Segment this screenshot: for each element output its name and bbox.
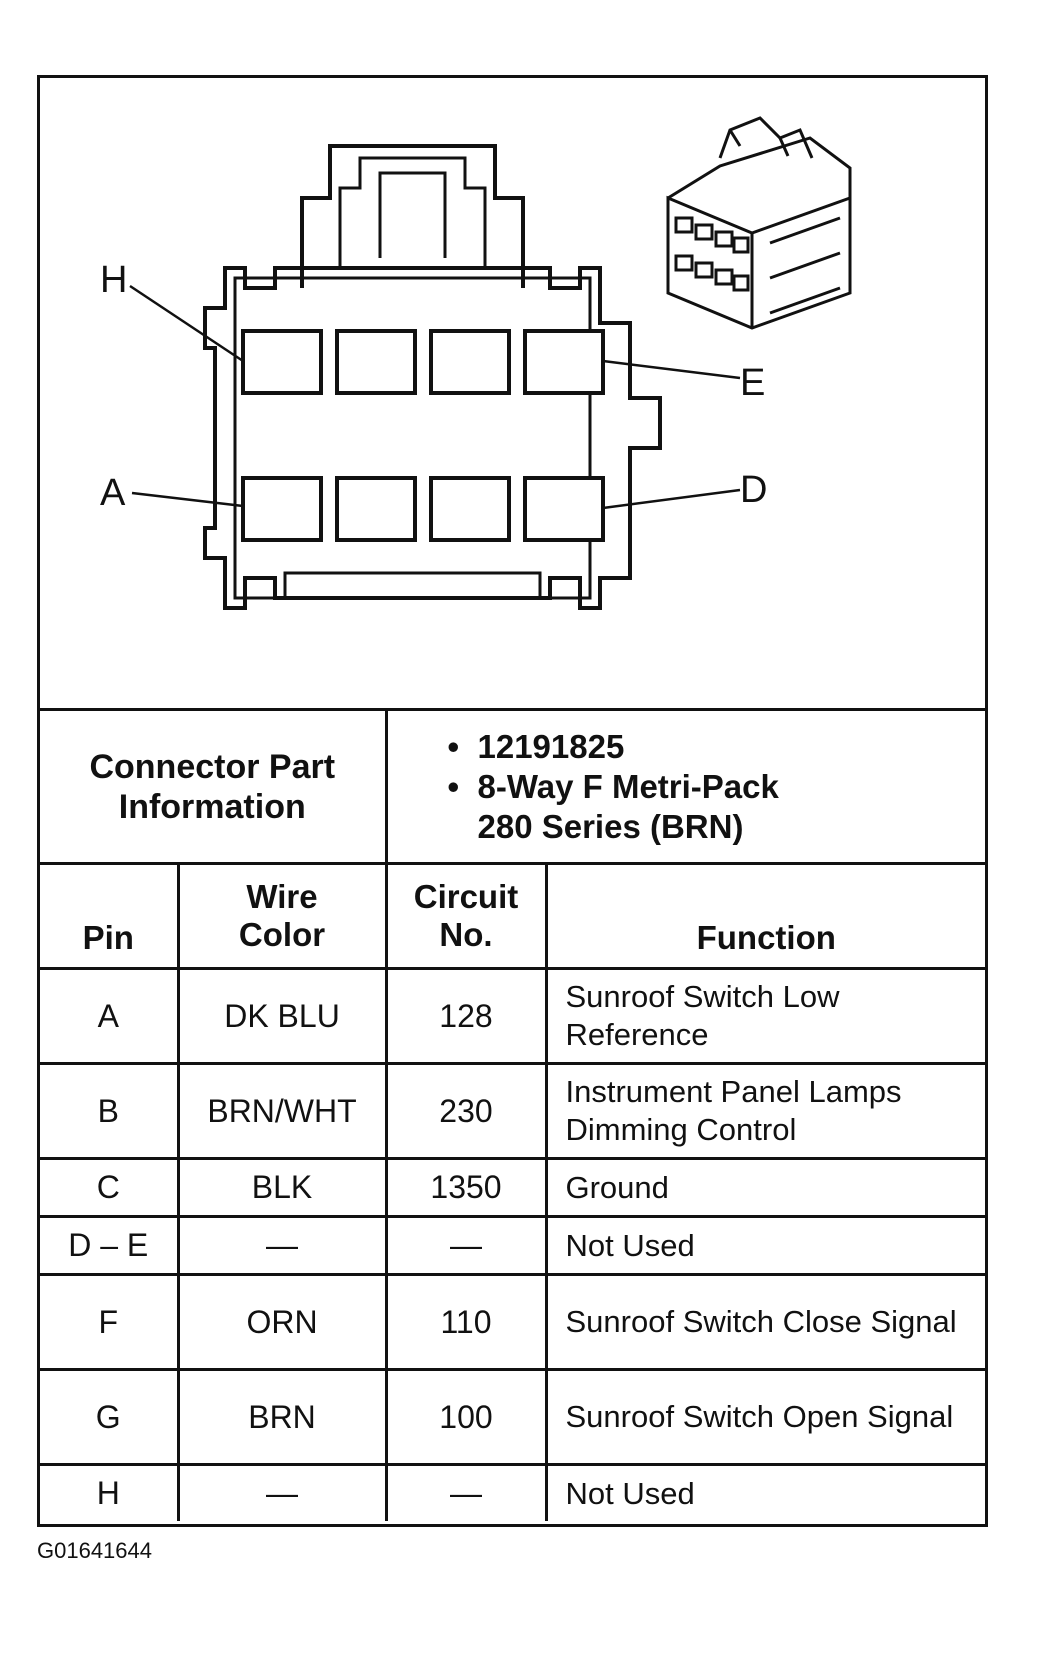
connector-diagram: H E A D (40, 78, 985, 708)
leader-a (131, 491, 244, 508)
part-info-row: Connector Part Information •12191825 •8-… (40, 708, 985, 865)
header-wire-color: Wire Color (176, 862, 388, 970)
cavity-e (523, 329, 605, 395)
connector-type: •8-Way F Metri-Pack 280 Series (BRN) (447, 767, 779, 845)
connector-face-drawing (129, 116, 852, 610)
connector-iso-view (666, 116, 852, 330)
pin-cell: H (40, 1463, 180, 1521)
circuit-cell: — (384, 1215, 548, 1276)
function-cell: Sunroof Switch Open Signal (544, 1368, 985, 1466)
wire-color-cell: ORN (176, 1273, 388, 1371)
connector-figure: H E A D Connector Part Information •1219… (37, 75, 988, 1527)
cavity-d (523, 476, 605, 542)
connector-body (203, 266, 662, 610)
function-cell: Ground (544, 1157, 985, 1218)
connector-latch (300, 144, 525, 288)
part-info-heading: Connector Part Information (40, 708, 388, 865)
leader-d (602, 488, 741, 510)
table-header-row: Pin Wire Color Circuit No. Function (40, 862, 985, 970)
part-number: •12191825 (447, 727, 625, 765)
function-cell: Not Used (544, 1215, 985, 1276)
pin-cell: C (40, 1157, 180, 1218)
circuit-cell: 110 (384, 1273, 548, 1371)
table-row: F ORN 110 Sunroof Switch Close Signal (40, 1273, 985, 1371)
pin-label-d: D (740, 469, 768, 511)
circuit-cell: — (384, 1463, 548, 1521)
table-row: D – E — — Not Used (40, 1215, 985, 1276)
pin-cell: G (40, 1368, 180, 1466)
wire-color-cell: BRN/WHT (176, 1062, 388, 1160)
pinout-table: Connector Part Information •12191825 •8-… (40, 708, 985, 1521)
header-pin: Pin (40, 862, 180, 970)
circuit-cell: 128 (384, 967, 548, 1065)
part-info-values: •12191825 •8-Way F Metri-Pack 280 Series… (384, 708, 985, 865)
table-row: A DK BLU 128 Sunroof Switch Low Referenc… (40, 967, 985, 1065)
circuit-cell: 1350 (384, 1157, 548, 1218)
wire-color-cell: DK BLU (176, 967, 388, 1065)
circuit-cell: 230 (384, 1062, 548, 1160)
function-cell: Not Used (544, 1463, 985, 1521)
function-cell: Sunroof Switch Close Signal (544, 1273, 985, 1371)
table-row: G BRN 100 Sunroof Switch Open Signal (40, 1368, 985, 1466)
pin-label-e: E (740, 362, 766, 404)
pin-label-a: A (100, 472, 126, 514)
pin-cell: D – E (40, 1215, 180, 1276)
figure-id: G01641644 (37, 1538, 152, 1563)
leader-h (129, 284, 244, 363)
wire-color-cell: BLK (176, 1157, 388, 1218)
wire-color-cell: — (176, 1215, 388, 1276)
table-row: B BRN/WHT 230 Instrument Panel Lamps Dim… (40, 1062, 985, 1160)
header-function: Function (544, 862, 985, 970)
pin-cell: B (40, 1062, 180, 1160)
table-row: H — — Not Used (40, 1463, 985, 1521)
pin-label-h: H (100, 259, 128, 301)
table-row: C BLK 1350 Ground (40, 1157, 985, 1218)
header-circuit: Circuit No. (384, 862, 548, 970)
circuit-cell: 100 (384, 1368, 548, 1466)
pin-cell: A (40, 967, 180, 1065)
wire-color-cell: — (176, 1463, 388, 1521)
function-cell: Sunroof Switch Low Reference (544, 967, 985, 1065)
cavity-a (241, 476, 323, 542)
pin-cell: F (40, 1273, 180, 1371)
cavity-h (241, 329, 323, 395)
wire-color-cell: BRN (176, 1368, 388, 1466)
function-cell: Instrument Panel Lamps Dimming Control (544, 1062, 985, 1160)
leader-e (602, 359, 741, 380)
